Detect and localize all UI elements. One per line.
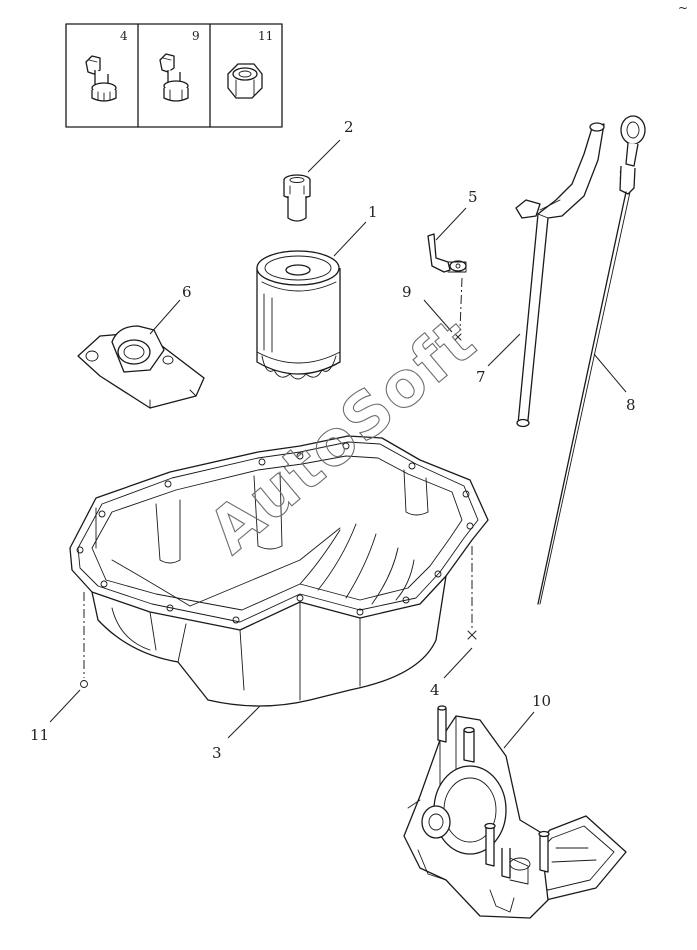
leader-1 [333,221,367,257]
leader-8 [593,353,627,393]
corner-mark: ~ [678,1,688,15]
callout-10: 10 [532,692,551,710]
leader-2 [307,139,341,173]
leader-4 [443,647,473,679]
oil-filter-part [256,250,341,380]
bracket-part [427,233,467,273]
inset-bolt-icon [159,53,189,102]
leader-5 [435,207,467,241]
inset-drain-plug-icon [85,55,117,102]
leader-9 [423,299,453,333]
inset-label-9: 9 [192,29,200,43]
leader-7 [487,333,521,367]
callout-5: 5 [468,188,478,206]
guide-tube-part [515,122,605,428]
callout-11: 11 [30,726,49,744]
adapter-part [283,174,311,222]
bolt-marker-9 [454,333,462,341]
elbow-flange-part [77,325,205,409]
callout-6: 6 [182,283,192,301]
inset-label-11: 11 [258,29,273,43]
oil-pan-part [69,435,489,707]
inset-label-4: 4 [120,29,128,43]
callout-2: 2 [344,118,354,136]
leader-3 [227,705,261,739]
callout-3: 3 [212,744,222,762]
leader-10 [503,711,535,749]
parts-inset-box: 4 9 11 [65,23,283,128]
callout-8: 8 [626,396,636,414]
oil-pump-part [403,705,627,919]
flange-bolt-holes [76,442,474,624]
plug-marker [80,680,88,688]
callout-1: 1 [368,203,378,221]
inset-plug-icon [227,63,263,99]
leader-11 [49,689,81,723]
drain-plug-marker [467,630,477,640]
callout-7: 7 [476,368,486,386]
callout-4: 4 [430,681,440,699]
dipstick-part [537,115,646,605]
bolt-axis-9 [459,277,463,331]
leader-6 [149,299,181,335]
callout-9: 9 [402,283,412,301]
